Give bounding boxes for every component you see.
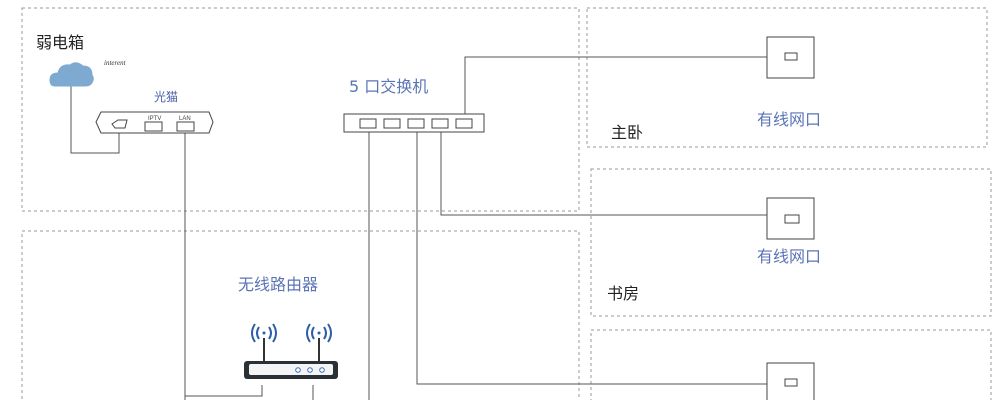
wire-switch-port4-to-study — [440, 130, 767, 216]
wifi-signal-icon — [251, 323, 277, 343]
ethernet-socket-icon — [784, 52, 798, 61]
modem-port-iptv — [144, 121, 163, 132]
modem-port-lan-label: LAN — [179, 116, 191, 122]
wireless-router — [244, 323, 338, 379]
wire-switch-port3-to-third-room — [416, 130, 767, 385]
study-title: 书房 — [607, 284, 639, 303]
switch-port-4 — [431, 118, 449, 129]
wire-cloud-to-modem — [70, 86, 120, 154]
cloud-icon — [49, 62, 94, 87]
optical-modem: IPTV LAN — [95, 111, 214, 134]
region-master-bedroom — [586, 7, 988, 148]
modem-label: 光猫 — [154, 90, 178, 104]
five-port-switch — [343, 113, 485, 133]
modem-port-lan — [176, 121, 195, 132]
wires — [70, 56, 767, 400]
modem-wan-port-icon — [111, 119, 128, 129]
region-third-room — [590, 329, 992, 400]
weak-box-title: 弱电箱 — [36, 33, 84, 52]
ethernet-socket-icon — [784, 214, 800, 224]
study-wall-port-label: 有线网口 — [757, 247, 821, 266]
wifi-signal-icon — [306, 323, 332, 343]
switch-port-2 — [383, 118, 401, 129]
master-wall-port-label: 有线网口 — [757, 110, 821, 129]
router-label: 无线路由器 — [238, 275, 318, 294]
wall-port-master-bedroom — [766, 36, 815, 79]
wire-switch-port5-to-master — [464, 56, 767, 118]
region-study — [590, 168, 992, 317]
wall-port-study — [766, 197, 815, 240]
wall-port-third-room — [766, 362, 815, 400]
internet-label: interent — [104, 59, 127, 67]
master-bedroom-title: 主卧 — [611, 123, 643, 142]
switch-port-3 — [407, 118, 425, 129]
modem-port-iptv-label: IPTV — [148, 116, 161, 122]
wire-router-wan — [185, 385, 263, 397]
switch-port-1 — [359, 118, 377, 129]
ethernet-socket-icon — [784, 378, 798, 387]
region-weak-box — [21, 7, 580, 212]
region-living — [21, 230, 580, 400]
switch-port-5 — [455, 118, 473, 129]
switch-label: 5 口交换机 — [349, 77, 428, 96]
